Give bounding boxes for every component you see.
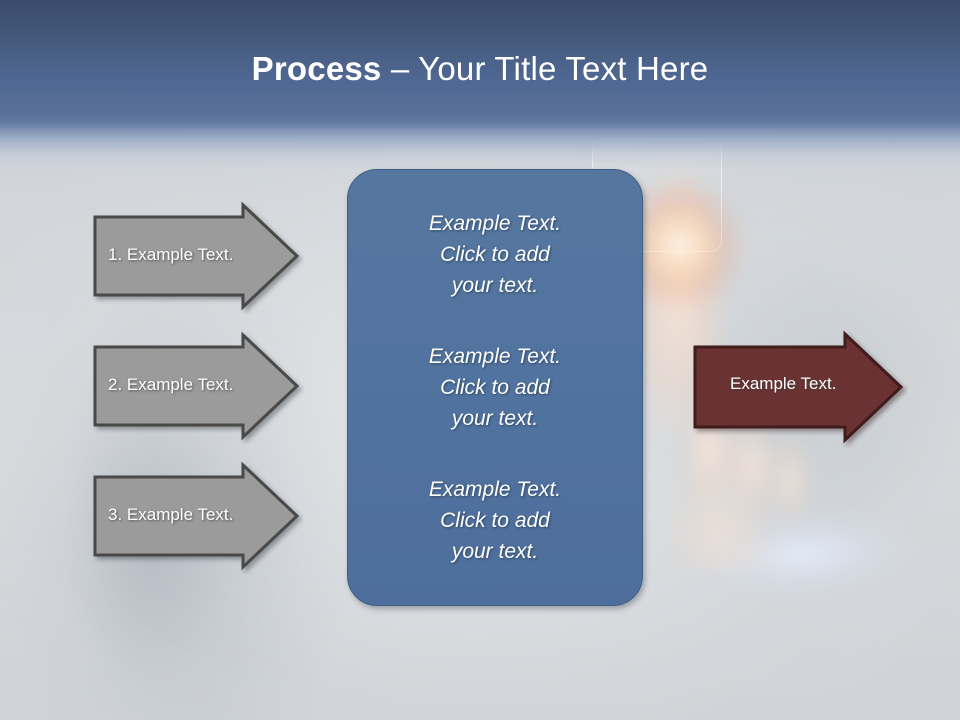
page-title-bold: Process <box>251 50 382 87</box>
result-arrow[interactable]: Example Text. <box>688 326 908 448</box>
result-arrow-label: Example Text. <box>730 374 837 393</box>
page-title-rest: – Your Title Text Here <box>381 50 709 87</box>
process-step-arrow-1-label: 1. Example Text. <box>108 245 234 264</box>
slide-header-fade <box>0 124 960 170</box>
slide-header-band <box>0 0 960 128</box>
right-arrow-pentagon-icon <box>93 461 300 571</box>
process-step-arrow-1[interactable]: 1. Example Text. <box>88 198 304 314</box>
center-text-block-3: Example Text. Click to add your text. <box>428 477 562 564</box>
process-step-arrow-2[interactable]: 2. Example Text. <box>88 328 304 444</box>
process-step-arrow-2-label: 2. Example Text. <box>108 375 234 394</box>
center-text-block-2: Example Text. Click to add your text. <box>428 344 562 431</box>
process-step-arrow-3[interactable]: 3. Example Text. <box>88 458 304 574</box>
right-arrow-pentagon-icon <box>93 331 300 441</box>
process-step-arrow-3-label: 3. Example Text. <box>108 505 234 524</box>
right-arrow-pentagon-icon <box>93 201 300 311</box>
center-content-box[interactable]: Example Text. Click to add your text. Ex… <box>347 169 643 606</box>
center-text-block-1: Example Text. Click to add your text. <box>428 211 562 298</box>
right-arrow-pentagon-icon <box>693 330 904 444</box>
page-title: Process – Your Title Text Here <box>0 50 960 88</box>
